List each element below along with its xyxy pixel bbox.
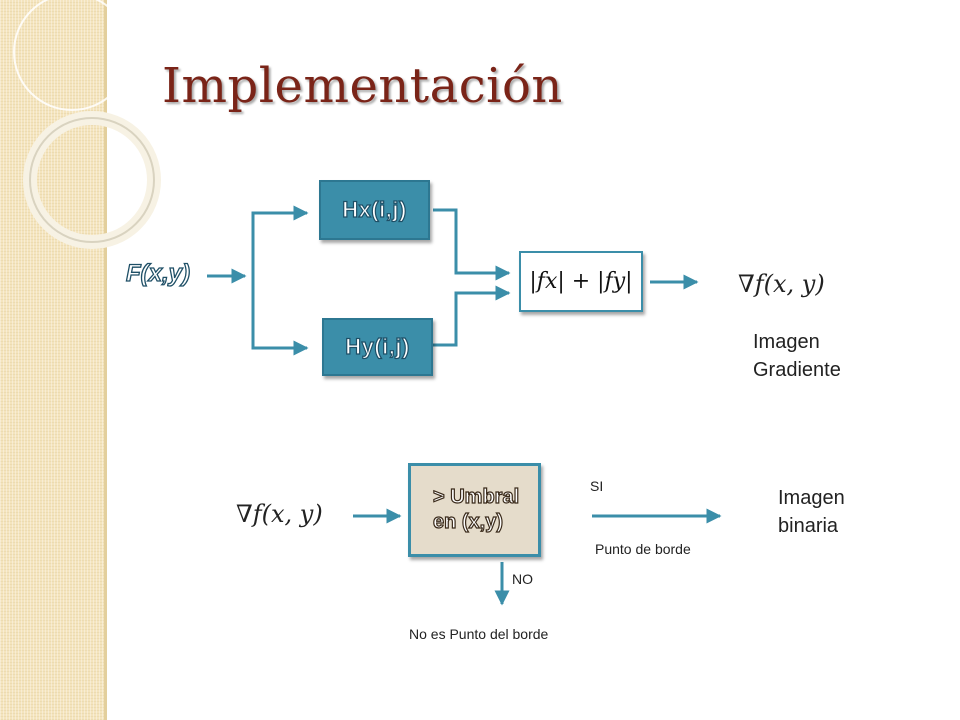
sidebar-edge <box>104 0 107 720</box>
sum-block: |fx| + |fy| <box>519 251 643 312</box>
no-label: NO <box>512 571 533 587</box>
hy-block: Hy(i,j) <box>322 318 433 376</box>
slide-title: Implementación <box>162 58 563 114</box>
arrow-to-hx <box>251 205 309 346</box>
arrow-hx-to-sum <box>433 208 511 281</box>
hy-label: Hy(i,j) <box>345 333 410 359</box>
threshold-input-formula: ∇f(x, y) <box>236 500 323 528</box>
gradient-image-label: Imagen Gradiente <box>753 331 841 381</box>
hx-block: Hx(i,j) <box>319 180 430 240</box>
yes-label: SI <box>590 478 604 494</box>
arrow-hy-to-sum <box>433 285 511 347</box>
gradient-formula: ∇f(x, y) <box>738 270 825 298</box>
not-edge-point-label: No es Punto del borde <box>409 626 549 642</box>
edge-point-label: Punto de borde <box>595 541 691 557</box>
hx-label: Hx(i,j) <box>342 196 407 222</box>
input-label: F(x,y) <box>125 259 191 287</box>
threshold-label: > Umbral en (x,y) <box>432 485 520 533</box>
decorative-circles <box>13 0 161 249</box>
threshold-block: > Umbral en (x,y) <box>408 463 541 557</box>
sum-formula: |fx| + |fy| <box>529 269 633 294</box>
arrow-to-hy <box>251 276 309 356</box>
binary-image-label: Imagen binaria <box>778 487 845 537</box>
